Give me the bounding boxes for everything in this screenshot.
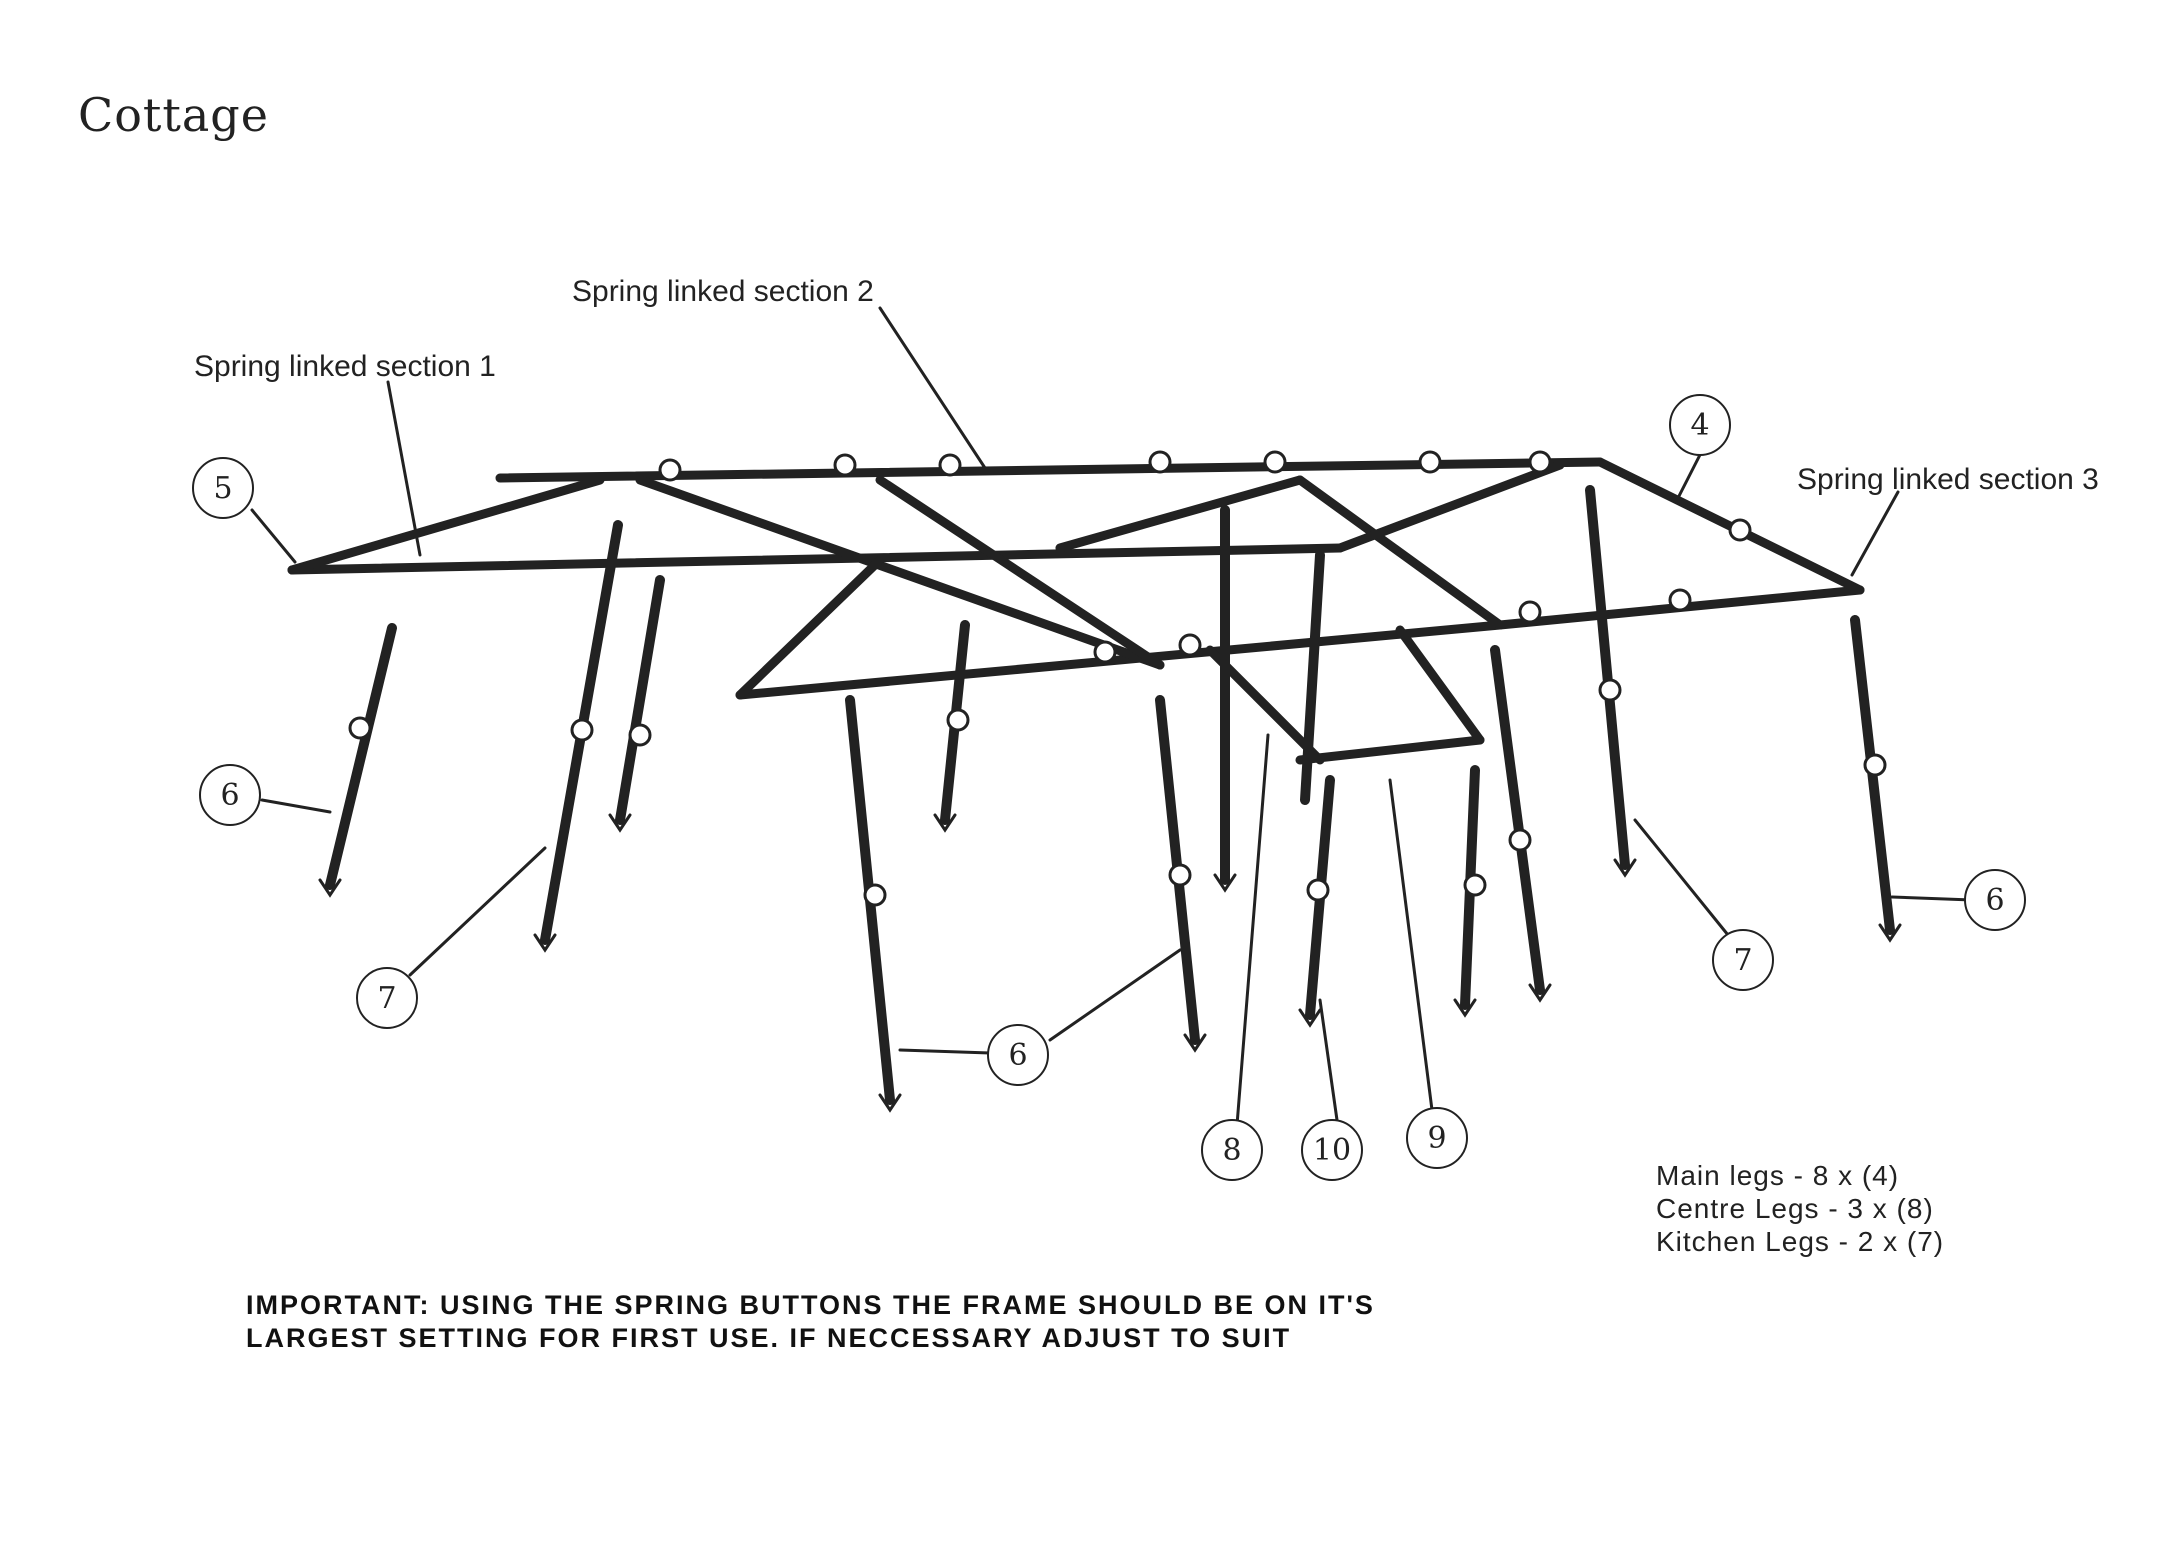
leader-5: [250, 508, 297, 564]
leader-10: [1318, 998, 1339, 1122]
ground-pegs: [318, 813, 1902, 1113]
spring-joints: [348, 450, 1887, 907]
leader-8: [1235, 733, 1270, 1127]
leader-6-right: [1890, 895, 1974, 902]
leader-7-right: [1633, 818, 1730, 937]
callout-5: 5: [192, 457, 254, 519]
leader-9: [1388, 778, 1434, 1112]
leader-section3: [1850, 490, 1900, 577]
leader-lines: [250, 306, 1974, 1127]
callout-8: 8: [1201, 1119, 1263, 1181]
label-section-1: Spring linked section 1: [194, 350, 496, 383]
diagram-title: Cottage: [78, 88, 269, 142]
leader-section1: [386, 380, 422, 557]
label-section-2: Spring linked section 2: [572, 275, 874, 308]
legend-kitchen-legs: Kitchen Legs - 2 x (7): [1656, 1226, 1945, 1257]
legend-main-legs: Main legs - 8 x (4): [1656, 1160, 1900, 1191]
leader-7-left: [408, 846, 547, 977]
leg: [1300, 550, 1325, 805]
callout-7-right: 7: [1712, 929, 1774, 991]
leader-6-left: [260, 798, 332, 814]
important-note-line-2: LARGEST SETTING FOR FIRST USE. IF NECCES…: [246, 1323, 1292, 1353]
callout-6-right: 6: [1964, 869, 2026, 931]
callout-10: 10: [1301, 1119, 1363, 1181]
label-section-3: Spring linked section 3: [1797, 463, 2099, 496]
callout-4: 4: [1669, 394, 1731, 456]
leader-section2: [878, 306, 987, 470]
callout-6-center: 6: [987, 1024, 1049, 1086]
callout-7-left: 7: [356, 967, 418, 1029]
important-note-line-1: IMPORTANT: USING THE SPRING BUTTONS THE …: [246, 1290, 1375, 1320]
leg: [1585, 485, 1630, 870]
leg: [1490, 645, 1545, 995]
legs: [325, 485, 1895, 1105]
callout-6-left: 6: [199, 764, 261, 826]
callout-9: 9: [1406, 1107, 1468, 1169]
leader-6-center-a: [898, 1048, 992, 1055]
leader-6-center-b: [1048, 948, 1182, 1042]
roof-tubes: [287, 457, 1865, 765]
legend-centre-legs: Centre Legs - 3 x (8): [1656, 1193, 1934, 1224]
leg: [615, 575, 665, 825]
leg: [325, 623, 397, 890]
